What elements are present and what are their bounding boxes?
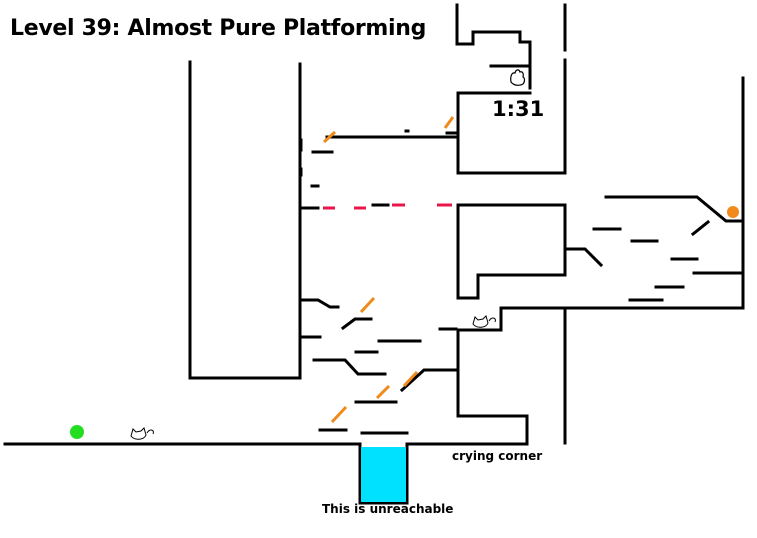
orange-springs: [322, 116, 455, 424]
laser-barrier: [323, 203, 452, 210]
level-title: Level 39: Almost Pure Platforming: [10, 16, 427, 41]
timer: 1:31: [492, 97, 545, 121]
pillar-ledges: [299, 129, 422, 435]
cat-icon: [130, 427, 154, 440]
right-drop: [565, 247, 604, 268]
right-tower: [456, 76, 745, 445]
unreachable-label: This is unreachable: [322, 502, 454, 516]
ramp-right: [399, 368, 458, 393]
tower-right-wall: [456, 3, 567, 175]
hand-icon: [510, 69, 526, 86]
start-dot: [70, 425, 84, 439]
top-left-pegs: [299, 131, 458, 177]
middle-room: [456, 203, 567, 300]
top-tower: [455, 3, 532, 90]
crying-corner-label: crying corner: [452, 449, 543, 463]
cat-icon: [472, 315, 496, 328]
orange-orb: [727, 206, 739, 218]
right-slope: [690, 219, 711, 237]
water-pool: [361, 447, 406, 502]
pit-walls: [358, 442, 409, 505]
wall-segments: [3, 3, 745, 505]
upper-right-ledge: [604, 195, 745, 223]
stairs-right: [592, 227, 742, 302]
left-pillar: [188, 60, 302, 380]
